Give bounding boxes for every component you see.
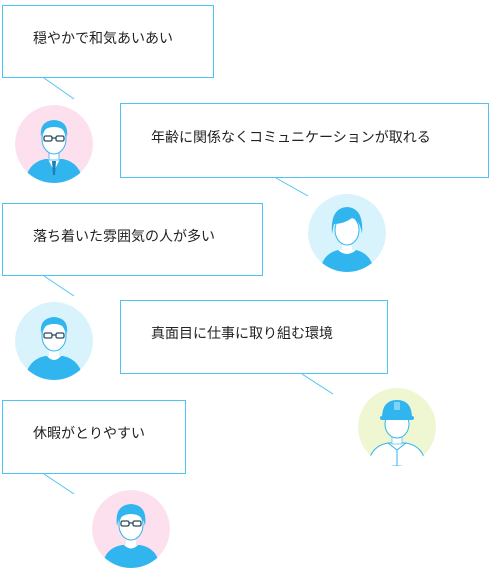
comment-text: 落ち着いた雰囲気の人が多い <box>33 228 215 245</box>
comment-text: 年齢に関係なくコミュニケーションが取れる <box>151 129 431 146</box>
speech-bubble-4: 真面目に仕事に取り組む環境 <box>120 300 388 374</box>
comment-text: 真面目に仕事に取り組む環境 <box>151 326 333 342</box>
worker-with-helmet-icon <box>358 388 436 466</box>
man-with-glasses-icon <box>15 302 93 380</box>
man-with-glasses-icon <box>15 105 93 183</box>
speech-bubble-3: 落ち着いた雰囲気の人が多い <box>2 203 263 276</box>
person-with-glasses-icon <box>92 490 170 568</box>
comment-text: 休暇がとりやすい <box>33 426 145 442</box>
speech-bubble-2: 年齢に関係なくコミュニケーションが取れる <box>120 103 489 178</box>
speech-bubble-5: 休暇がとりやすい <box>2 400 186 474</box>
speech-bubble-1: 穏やかで和気あいあい <box>2 5 214 78</box>
woman-icon <box>308 194 386 272</box>
comment-text: 穏やかで和気あいあい <box>33 30 173 47</box>
